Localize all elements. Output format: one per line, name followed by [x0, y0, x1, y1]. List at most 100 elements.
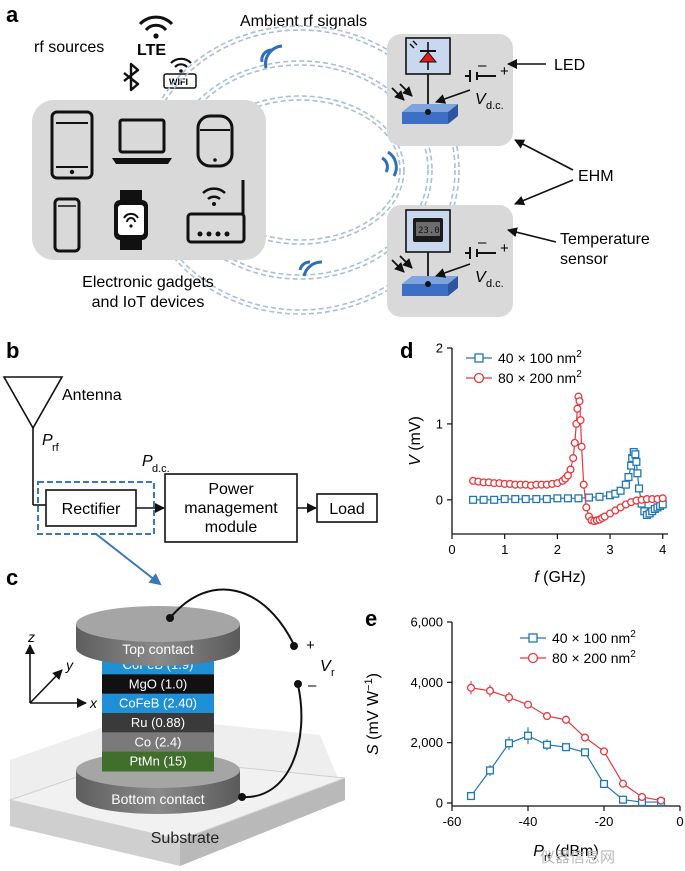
pmm-line3: module [205, 519, 258, 536]
axis-y-label: y [65, 657, 74, 673]
ehm-label: EHM [578, 168, 614, 185]
layer-1 [102, 674, 214, 695]
antenna-icon [2, 376, 64, 506]
chart-d-point-s1 [658, 494, 667, 503]
tablet-icon [50, 110, 94, 180]
chart-d-point-s1 [570, 438, 579, 447]
chart-e-legend-marker-1 [527, 652, 539, 664]
chart-e-xlabel: Prf (dBm) [533, 843, 598, 864]
ehm-led-module: – + V d.c. [387, 34, 513, 146]
chart-d-point-s1 [582, 503, 591, 512]
chart-e-point-s1 [656, 796, 666, 805]
bottom-contact-label: Bottom contact [111, 791, 204, 807]
temp-label-line1: Temperature [560, 231, 650, 248]
chart-d-point-s1 [577, 442, 586, 451]
chart-d-point-s1 [573, 404, 582, 413]
chart-e-legend-sup-1: 2 [630, 649, 636, 660]
vdc-sub-1: d.c. [486, 100, 504, 112]
power-management-box [164, 473, 298, 543]
chart-d-legend-sup-0: 2 [576, 349, 582, 360]
chart-e-point-s0 [618, 795, 628, 804]
wifi-icon: WIFI [163, 57, 197, 89]
led-icon [409, 40, 438, 70]
lte-icon: LTE [137, 15, 174, 59]
chart-e-y-tick-label: 0 [436, 795, 443, 810]
chart-e-xlabel-main: P [533, 843, 544, 860]
chart-e-xlabel-sub: rf [544, 852, 552, 864]
chart-d-x-tick-label: 2 [554, 542, 561, 557]
layer-label-4: Co (2.4) [135, 734, 182, 749]
chart-d-point-s1 [566, 465, 575, 474]
chart-d-point-s0 [631, 450, 640, 459]
chart-d-ylabel-main: V [407, 454, 424, 466]
chart-e-legend-label-0: 40 × 100 nm2 [552, 629, 636, 646]
chart-d-point-s0 [490, 495, 499, 504]
chart-d-x-tick-label: 1 [501, 542, 508, 557]
plus-label: + [306, 637, 315, 654]
coordinate-axes [25, 644, 87, 708]
chart-e-point-s0 [504, 739, 514, 748]
ehm-sensor-module: 23.0 – + V d.c. [387, 205, 513, 317]
bluetooth-icon [123, 62, 140, 92]
pmm-line1: Power [208, 481, 254, 498]
svg-text:+: + [500, 240, 509, 257]
smart-speaker-icon [196, 114, 234, 168]
substrate-label: Substrate [151, 830, 220, 847]
load-label: Load [329, 501, 365, 518]
battery-icon [465, 70, 496, 82]
chart-e-point-s0 [485, 766, 495, 775]
axis-z-label: z [27, 629, 35, 645]
chart-d-point-s0 [633, 469, 642, 478]
chart-e-point-s1 [466, 683, 476, 692]
chart-d-x-tick-label: 4 [659, 542, 666, 557]
wifi-label: WIFI [169, 77, 188, 87]
layer-label-1: MgO (1.0) [129, 676, 188, 691]
router-icon [186, 180, 246, 244]
panel-e-letter: e [365, 606, 377, 631]
panel-d-letter: d [400, 338, 413, 363]
vdc-sub-2: d.c. [486, 278, 504, 290]
minus-terminal [294, 680, 302, 688]
layer-2 [102, 693, 214, 714]
chart-e-point-s1 [599, 747, 609, 756]
top-contact: Top contact [76, 606, 240, 666]
rf-wave-icons [260, 44, 398, 277]
chart-d-point-s0 [624, 473, 633, 482]
prf-label: P [42, 432, 53, 449]
lte-label: LTE [137, 42, 166, 59]
layer-5 [102, 751, 214, 772]
chart-e-legend-marker-0 [528, 633, 538, 643]
chart-d-point-s0 [542, 495, 551, 504]
load-box [316, 493, 378, 523]
chart-d-point-s0 [595, 492, 604, 501]
chart-e-x-tick-label: 0 [676, 814, 683, 829]
chart-d-point-s1 [569, 454, 578, 463]
vdc-label-2: V [475, 269, 487, 286]
chart-e-point-s1 [561, 715, 571, 724]
chart-e-point-s0 [466, 791, 476, 801]
rf-sources-label: rf sources [34, 39, 104, 56]
chart-d-point-s0 [511, 495, 520, 504]
chart-e-point-s1 [618, 779, 628, 788]
chart-d-legend-label-1: 80 × 200 nm2 [498, 369, 582, 386]
chart-d-point-s1 [579, 480, 588, 489]
gadgets-label-line2: and IoT devices [92, 294, 205, 311]
panel-c-letter: c [6, 565, 18, 590]
layer-stack: CoFeB (1.9)MgO (1.0)CoFeB (2.40)Ru (0.88… [102, 655, 214, 772]
chart-d-point-s0 [632, 457, 641, 466]
chart-d-point-s0 [500, 495, 509, 504]
top-terminal [166, 614, 174, 622]
led-label: LED [554, 57, 585, 74]
svg-text:–: – [478, 234, 487, 251]
vdc-label-1: V [475, 91, 487, 108]
chart-d-point-s0 [532, 495, 541, 504]
chart-d-xlabel-unit: (GHz) [539, 569, 586, 586]
axis-x-label: x [89, 695, 98, 711]
watermark: 仪器信息网 [540, 849, 615, 866]
panel-b-letter: b [6, 338, 19, 363]
chart-d-point-s0 [616, 486, 625, 495]
pdc-sub: d.c. [152, 463, 170, 475]
chart-e-point-s1 [637, 792, 647, 802]
